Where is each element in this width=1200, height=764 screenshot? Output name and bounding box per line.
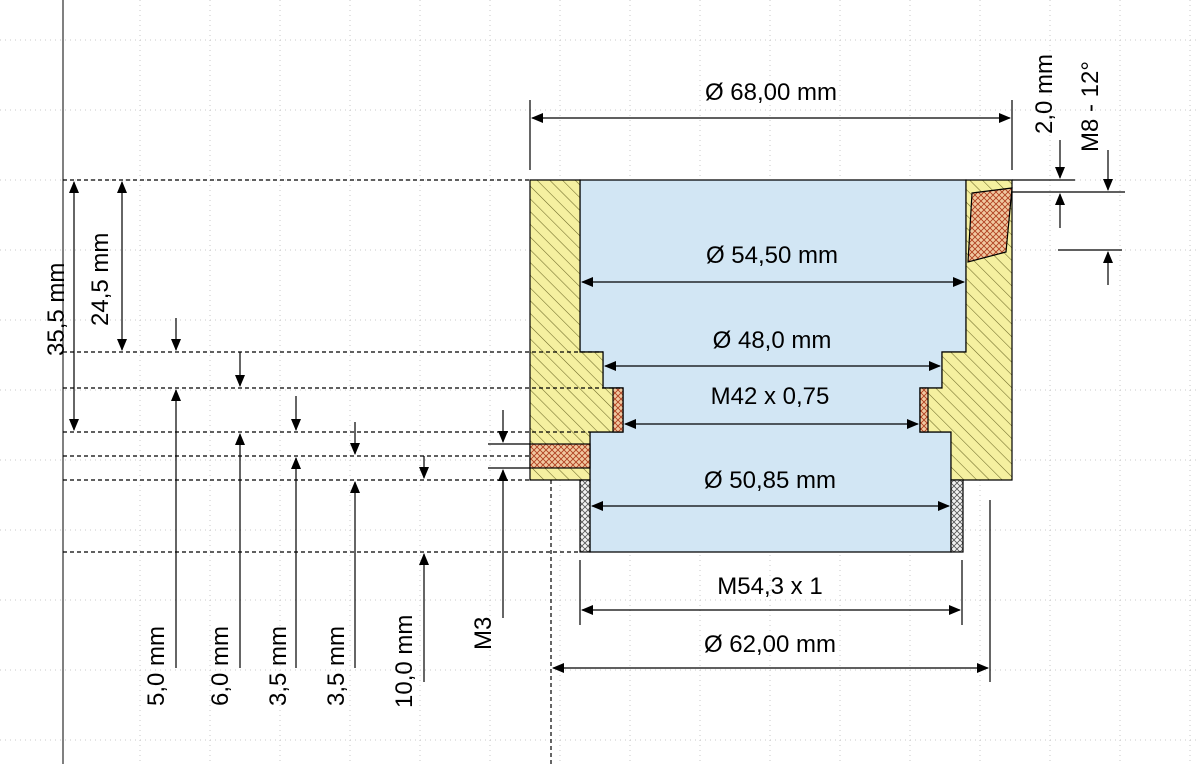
- vertical-dimensions: [69, 140, 1125, 682]
- height-3-5mm-label-2: 3,5 mm: [323, 626, 350, 706]
- knurl-left: [579, 479, 591, 553]
- height-5mm-label: 5,0 mm: [143, 626, 170, 706]
- thread-m42-label: M42 x 0,75: [711, 383, 830, 410]
- screw-m3-label: M3: [470, 617, 497, 650]
- horizontal-dimensions: [529, 100, 1013, 764]
- height-3-5mm-label-1: 3,5 mm: [265, 626, 292, 706]
- total-height-label: 35,5 mm: [43, 263, 70, 356]
- setscrew-m8-label: M8 - 12°: [1077, 61, 1104, 152]
- m3-screw-hole: [529, 443, 591, 469]
- height-10mm-label: 10,0 mm: [391, 615, 418, 708]
- step-diameter-label: Ø 48,0 mm: [713, 327, 832, 354]
- bore-diameter-label: Ø 54,50 mm: [706, 242, 838, 269]
- lower-bore-diameter-label: Ø 50,85 mm: [704, 467, 836, 494]
- thread-m54-label: M54,3 x 1: [717, 573, 822, 600]
- m42-thread-right: [919, 387, 929, 433]
- m42-thread-left: [612, 387, 624, 433]
- top-diameter-label: Ø 68,00 mm: [705, 79, 837, 106]
- upper-height-label: 24,5 mm: [87, 233, 114, 326]
- extension-lines: [63, 179, 623, 553]
- bottom-diameter-label: Ø 62,00 mm: [704, 631, 836, 658]
- m8-setscrew-hole: [967, 187, 1013, 263]
- side-offset-label: 2,0 mm: [1031, 54, 1058, 134]
- knurl-right: [950, 479, 964, 553]
- height-6mm-label: 6,0 mm: [207, 626, 234, 706]
